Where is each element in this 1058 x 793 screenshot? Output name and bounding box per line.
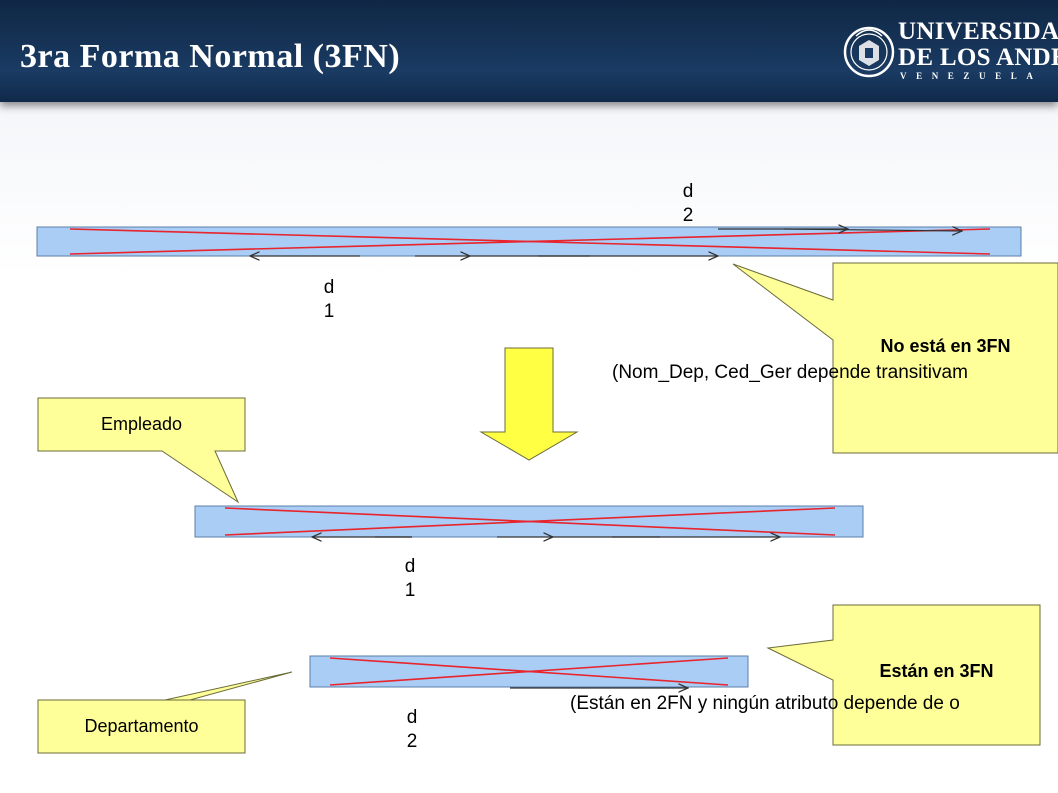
- empleado-dep-label-d1: d 1: [398, 555, 422, 603]
- empleado-relation: [194, 505, 864, 538]
- callout-departamento-label: Departamento: [84, 716, 199, 736]
- down-arrow-shape: [479, 347, 579, 461]
- dep-label-number: 2: [406, 731, 418, 752]
- university-seal-icon: [843, 26, 895, 78]
- dep-label-letter: d: [404, 556, 416, 577]
- top-relation: [36, 226, 1022, 257]
- departamento-dep-label-d2: d 2: [400, 706, 424, 754]
- departamento-relation: [309, 655, 749, 688]
- callout-no-3fn: [732, 262, 1058, 454]
- callout-empleado-label: Empleado: [100, 414, 183, 434]
- dep-label-number: 1: [404, 580, 416, 601]
- dep-label-letter: d: [406, 707, 418, 728]
- callout-departamento: [37, 671, 293, 754]
- logo-line-2: DE LOS ANDES: [898, 44, 1058, 71]
- slide-title: 3ra Forma Normal (3FN): [20, 38, 401, 75]
- callout-empleado: [37, 397, 246, 504]
- dep-label-number: 1: [323, 301, 335, 322]
- callout-no-heading: No está en 3FN: [880, 336, 1011, 356]
- top-dependency-arrows: [250, 229, 962, 256]
- note-no-3fn: (Nom_Dep, Ced_Ger depende transitivam: [612, 362, 968, 383]
- callout-yes-heading: Están en 3FN: [879, 661, 994, 681]
- dep-label-letter: d: [323, 277, 335, 298]
- top-dep-label-d2: d 2: [676, 180, 700, 228]
- dep-label-number: 2: [682, 205, 694, 226]
- note-yes-3fn: (Están en 2FN y ningún atributo depende …: [570, 693, 960, 714]
- dep-label-letter: d: [682, 181, 694, 202]
- logo-line-3: VENEZUELA: [900, 71, 1043, 81]
- top-dep-label-d1: d 1: [317, 276, 341, 324]
- callout-yes-3fn: [766, 604, 1041, 746]
